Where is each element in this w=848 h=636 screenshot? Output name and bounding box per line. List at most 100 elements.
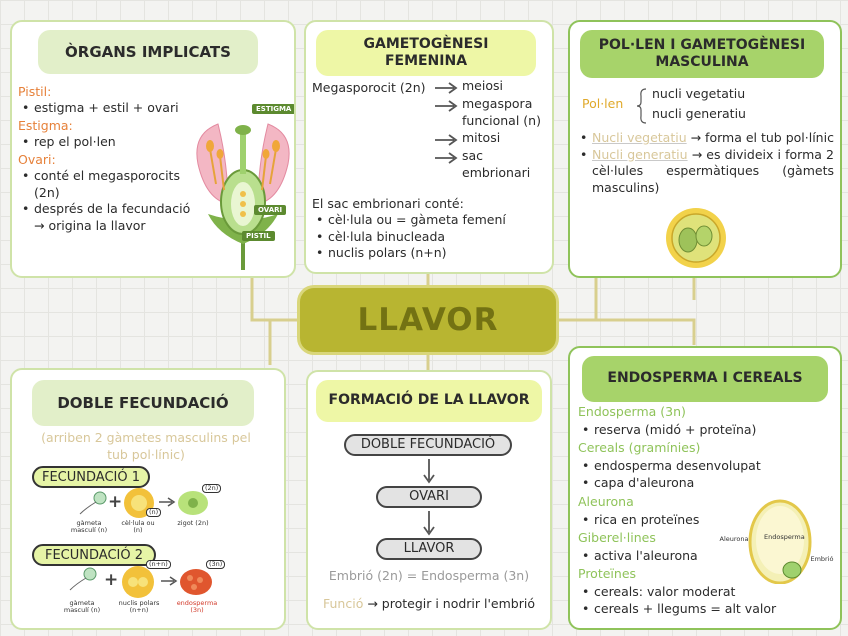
f2-label-gameta: gàmeta masculí (n) [63,599,101,615]
step-mitosi: mitosi [462,130,501,145]
endosperma-card: ENDOSPERMA I CEREALS Endosperma (3n) res… [568,346,842,630]
estigma-list: rep el pol·len [18,134,116,151]
tag-ovari: OVARI [254,205,287,215]
flower-illustration [196,123,290,270]
flow-llavor: LLAVOR [376,538,482,560]
ovari-label: Ovari: [18,152,56,167]
link-nucli-generatiu[interactable]: Nucli generatiu [592,146,688,162]
proteines-item-2: cereals + llegums = alt valor [578,601,776,618]
cereal-grain-illustration [748,499,812,584]
pollen-grain-illustration [666,208,726,268]
endosperm-icon [180,569,212,595]
pollen-label: Pol·len [582,96,624,111]
nucli-generatiu: nucli generatiu [652,106,746,121]
f2-label-endosperma: endosperma (3n) [176,599,218,615]
ovari-item-2: després de la fecundació → origina la ll… [18,201,198,234]
ovari-item-1: conté el megasporocits (2n) [18,168,198,201]
pollen-title: POL·LEN I GAMETOGÈNESI MASCULINA [580,30,824,78]
sac-item-2: cèl·lula binucleada [312,229,506,246]
step-megaspora: megaspora funcional (n) [462,96,541,128]
endosperm-badge: (3n) [206,560,226,570]
fecundacio-2-label: FECUNDACIÓ 2 [32,544,156,566]
sperm-icon [69,567,97,591]
arrow-down-icon [423,511,435,536]
giberellines-heading: Giberel·lines [578,530,656,545]
grain-label-aleurona: Aleurona [719,535,749,543]
f2-label-nuclis: nuclis polars (n+n) [118,599,160,615]
aleurona-heading: Aleurona [578,494,634,509]
zygote-icon [178,491,208,515]
tag-estigma: ESTIGMA [252,104,294,114]
ovari-list: conté el megasporocits (2n) després de l… [18,168,198,234]
funcio-line: Funció → protegir i nodrir l'embrió [308,596,550,613]
sac-item-3: nuclis polars (n+n) [312,245,506,262]
giberellines-item: activa l'aleurona [578,548,698,565]
embrio-equation: Embrió (2n) = Endosperma (3n) [328,568,530,583]
sperm-icon [79,491,107,515]
formacio-title: FORMACIÓ DE LA LLAVOR [316,380,542,422]
arrow-icon [435,82,458,94]
aleurona-list: rica en proteïnes [578,512,699,529]
cereals-list: endosperma desenvolupat capa d'aleurona [578,458,761,491]
pollen-list: Nucli vegetatiu → forma el tub pol·línic… [576,130,834,196]
grain-label-embrio: Embrió [810,555,834,563]
link-nucli-vegetatiu[interactable]: Nucli vegetatiu [592,130,687,145]
pollen-bullet-2: Nucli generatiu → es divideix i forma 2 … [576,147,834,197]
pistil-label: Pistil: [18,84,52,99]
gametogenesi-fem-card: GAMETOGÈNESI FEMENINA Megasporocit (2n) … [304,20,554,274]
doble-title: DOBLE FECUNDACIÓ [32,380,254,426]
arrow-icon [435,134,458,146]
cereals-item-2: capa d'aleurona [578,475,761,492]
flow-doble-fecundacio: DOBLE FECUNDACIÓ [344,434,512,456]
sac-intro: El sac embrionari conté: [312,196,464,211]
organs-title: ÒRGANS IMPLICATS [38,30,258,74]
f1-label-gameta: gàmeta masculí (n) [70,519,108,535]
endosperma-item: reserva (midó + proteïna) [578,422,756,439]
pistil-list: estigma + estil + ovari [18,100,179,117]
arrow-down-icon [423,459,435,484]
endosperma-list: reserva (midó + proteïna) [578,422,756,439]
megasporocit-label: Megasporocit (2n) [312,80,426,95]
pollen-card: POL·LEN I GAMETOGÈNESI MASCULINA Pol·len… [568,20,842,278]
plus-icon: + [108,492,123,512]
fecundacio-1-label: FECUNDACIÓ 1 [32,466,150,488]
tag-pistil: PISTIL [242,231,275,241]
gametogenesi-fem-title: GAMETOGÈNESI FEMENINA [316,30,536,76]
f1-label-ou: cèl·lula ou (n) [121,519,155,535]
arrow-icon [159,497,176,507]
polar-nuclei-badge: (n+n) [146,560,171,570]
sac-item-1: cèl·lula ou = gàmeta femení [312,212,506,229]
central-topic: LLAVOR [300,288,556,352]
proteines-list: cereals: valor moderat cereals + llegums… [578,584,776,617]
endosperma-title: ENDOSPERMA I CEREALS [582,356,828,402]
zygote-badge: (2n) [202,484,222,494]
formacio-card: FORMACIÓ DE LA LLAVOR DOBLE FECUNDACIÓ O… [306,370,552,630]
sac-list: cèl·lula ou = gàmeta femení cèl·lula bin… [312,212,506,262]
endosperma-heading: Endosperma (3n) [578,404,686,419]
step-sac: sac embrionari [462,148,531,180]
aleurona-item: rica en proteïnes [578,512,699,529]
arrow-icon [435,152,458,164]
brace-icon [636,88,647,124]
step-meiosi: meiosi [462,78,503,93]
doble-fecundacio-card: DOBLE FECUNDACIÓ (arriben 2 gàmetes masc… [10,368,286,630]
flow-ovari: OVARI [376,486,482,508]
f1-label-zigot: zigot (2n) [177,519,209,527]
proteines-heading: Proteïnes [578,566,637,581]
egg-cell-badge: (n) [146,508,162,518]
arrow-icon [161,576,178,586]
doble-subtitle: (arriben 2 gàmetes masculins pel tub pol… [41,430,251,462]
giberellines-list: activa l'aleurona [578,548,698,565]
grain-label-endosperma: Endosperma [764,533,805,541]
plus-icon: + [104,570,119,590]
pistil-item: estigma + estil + ovari [18,100,179,117]
funcio-text: → protegir i nodrir l'embrió [363,596,535,611]
arrow-icon [435,100,458,112]
proteines-item-1: cereals: valor moderat [578,584,776,601]
central-title: LLAVOR [357,302,499,338]
estigma-label: Estigma: [18,118,73,133]
estigma-item: rep el pol·len [18,134,116,151]
pollen-bullet-1: Nucli vegetatiu → forma el tub pol·línic [576,130,834,147]
funcio-label: Funció [323,596,364,611]
